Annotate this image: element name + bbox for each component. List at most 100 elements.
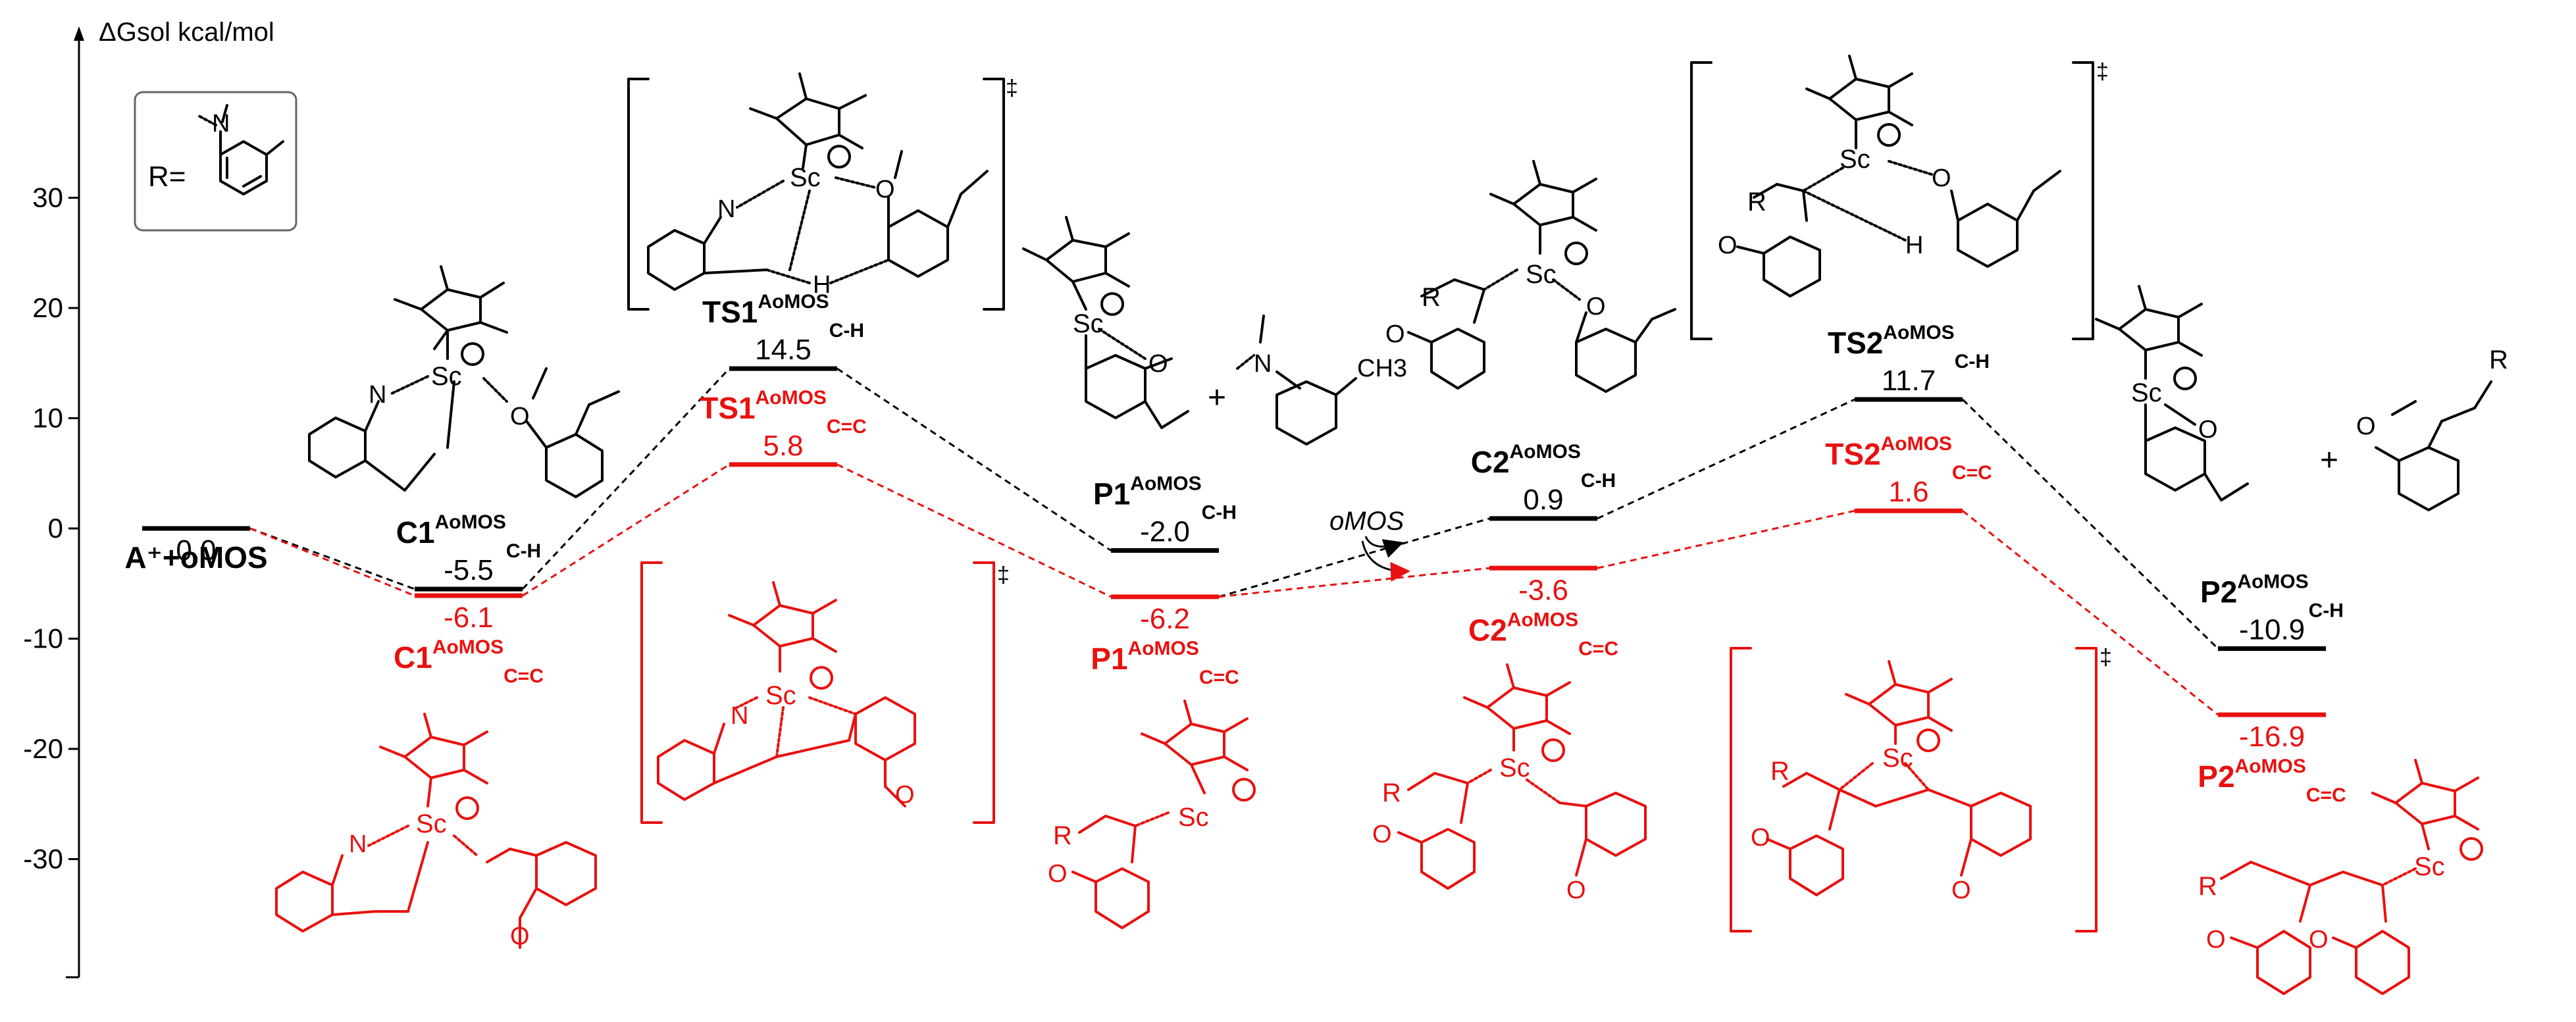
c1-cc-sc-label: Sc	[416, 809, 447, 838]
p2-ch-sc-label: Sc	[2131, 378, 2162, 407]
state-name-label: C2AoMOSC-H	[1471, 441, 1616, 492]
ts1-cc-ts-mark: ‡	[997, 563, 1010, 588]
c1-ch-n-label: N	[369, 381, 386, 409]
connection-line	[522, 463, 730, 597]
omos-arrow-black	[1364, 536, 1404, 558]
p2-cc-o-label: O	[2206, 926, 2226, 954]
ts2-cc-ts-mark: ‡	[2099, 645, 2112, 670]
energy-value-label: 11.7	[1882, 365, 1936, 397]
y-tick-label: 10	[32, 403, 63, 434]
state-name-label: C2AoMOSC=C	[1468, 609, 1618, 659]
r-definition-box: R= N	[134, 91, 297, 232]
ts1-cc-n-label: N	[731, 702, 748, 730]
c1-ch-sc-label: Sc	[431, 362, 462, 391]
p1-ch-plus: +	[1208, 380, 1226, 415]
c2-ch-o-label: O	[1385, 320, 1405, 348]
p2-cc-r-label: R	[2198, 872, 2217, 901]
energy-value-label: -10.9	[2239, 614, 2305, 646]
ts1-ch-n-label: N	[717, 195, 735, 223]
p2-ch-plus: +	[2320, 443, 2338, 478]
c2-cc-sc-label: Sc	[1499, 754, 1530, 782]
state-name-label: P1AoMOSC=C	[1091, 638, 1239, 688]
energy-value-label: 5.8	[763, 430, 803, 462]
connection-line	[1962, 510, 2219, 716]
state-name-label: TS2AoMOSC=C	[1825, 433, 1992, 484]
p1-cc-o-label: O	[1048, 860, 1068, 888]
y-tick-label: 30	[32, 182, 63, 213]
energy-value-label: -6.2	[1140, 603, 1190, 635]
omos-reagent-annotation: oMOS	[1329, 507, 1410, 582]
structure-ts1-cc	[640, 561, 995, 824]
energy-value-label: 0.0	[176, 534, 216, 567]
state-name-label: P2AoMOSC=C	[2198, 755, 2346, 806]
state-name-label: TS2AoMOSC-H	[1828, 322, 1990, 372]
c2-ch-r-label: R	[1422, 283, 1441, 312]
p1-ch-sc-label: Sc	[1073, 309, 1104, 338]
energy-value-label: -3.6	[1518, 574, 1568, 606]
p2-ch-r-label: R	[2489, 345, 2508, 374]
y-tick-label: 20	[32, 292, 63, 323]
ts1-cc-o-label: O	[895, 781, 915, 809]
y-tick-label: -20	[23, 733, 63, 764]
energy-levels: 0.0A⁺+oMOS-5.5C1AoMOSC-H-6.1C1AoMOSC=C14…	[124, 291, 2346, 806]
ts2-cc-o2-label: O	[1951, 877, 1971, 904]
state-name-label: C1AoMOSC=C	[394, 636, 544, 687]
ts2-ch-ts-mark: ‡	[2096, 59, 2109, 84]
connection-line	[249, 527, 415, 597]
y-tick-label: 0	[48, 513, 63, 544]
structure-ts2-cc	[1730, 647, 2098, 933]
energy-value-label: 0.9	[1523, 484, 1563, 516]
energy-value-label: -16.9	[2239, 721, 2305, 753]
structure-c1-cc	[275, 713, 597, 949]
r-group-structure	[196, 104, 284, 195]
ts2-cc-r-label: R	[1770, 757, 1790, 786]
ts2-ch-o2-label: O	[1718, 232, 1738, 259]
connection-line	[1218, 517, 1490, 598]
ts1-cc-sc-label: Sc	[765, 681, 796, 710]
p1-ch-ch3-label: CH3	[1357, 355, 1407, 382]
p2-ch-o2-label: O	[2356, 413, 2376, 440]
connection-line	[837, 463, 1112, 598]
state-name-label: P2AoMOSC-H	[2200, 571, 2344, 622]
p1-ch-n-label: N	[1254, 350, 1272, 378]
ts2-ch-h-label: H	[1905, 232, 1923, 259]
structure-ts2-ch	[1690, 55, 2094, 340]
energy-value-label: -2.0	[1140, 516, 1190, 548]
p1-cc-sc-label: Sc	[1178, 803, 1209, 832]
connection-line	[837, 367, 1112, 551]
ts2-cc-sc-label: Sc	[1882, 744, 1913, 773]
structure-ts1-ch	[627, 72, 1005, 311]
p2-cc-sc-label: Sc	[2414, 852, 2445, 881]
ts2-ch-o-label: O	[1932, 165, 1951, 192]
c2-cc-o2-label: O	[1566, 877, 1586, 904]
c1-cc-o-label: O	[510, 923, 530, 950]
p2-ch-o-label: O	[2198, 416, 2218, 444]
energy-value-label: -5.5	[444, 554, 494, 586]
p2-cc-o2-label: O	[2309, 926, 2329, 954]
omos-reagent-label: oMOS	[1329, 507, 1404, 536]
structure-c2-cc	[1397, 663, 1647, 890]
structure-p1-ch	[1022, 216, 1357, 446]
p1-ch-o-label: O	[1148, 350, 1168, 378]
structure-c2-ch	[1407, 160, 1676, 393]
energy-value-label: -6.1	[444, 601, 494, 634]
omos-arrow-red	[1361, 540, 1410, 582]
y-tick-label: -30	[23, 844, 63, 875]
connection-line	[1961, 398, 2219, 650]
energy-value-label: 1.6	[1888, 476, 1928, 508]
connection-line	[521, 368, 731, 590]
structure-p2-ch	[2095, 285, 2492, 511]
y-axis-arrow	[74, 26, 84, 41]
c1-cc-n-label: N	[349, 830, 367, 858]
connection-line	[249, 527, 415, 590]
connection-line	[1597, 509, 1855, 569]
ts1-ch-ts-mark: ‡	[1006, 76, 1018, 101]
connection-line	[1218, 567, 1490, 598]
structure-p1-cc	[1071, 700, 1256, 929]
state-name-label: C1AoMOSC-H	[396, 511, 541, 562]
state-name-label: TS1AoMOSC=C	[700, 387, 867, 438]
structure-c1-ch	[308, 265, 620, 498]
